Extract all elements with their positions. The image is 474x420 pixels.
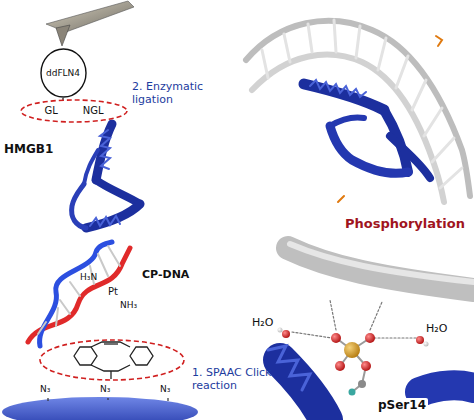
node-outline (20, 99, 128, 123)
ligand-label: NH₃ (120, 300, 137, 311)
dna-helix (28, 242, 130, 346)
dbco-structure (74, 342, 153, 379)
azide-label: N₃ (100, 384, 110, 395)
step-label: 2. Enzymatic ligation (132, 80, 224, 106)
domain-ellipse: ddFLN4 (40, 48, 87, 98)
protein-name: HMGB1 (4, 142, 53, 156)
pser14-closeup (268, 244, 474, 420)
water-label: H₂O (250, 316, 275, 329)
hmgb1-protein (72, 124, 140, 228)
azide-stems (48, 398, 168, 401)
node-text: NGL (83, 105, 104, 117)
dna-name: CP-DNA (142, 268, 189, 281)
azide-label: N₃ (40, 384, 50, 395)
node-text: GL (44, 105, 57, 117)
afm-cantilever (46, 1, 134, 46)
node-ellipse (41, 49, 86, 97)
node-ellipse (21, 100, 127, 122)
water-label: H₂O (424, 322, 449, 335)
complex-structure (246, 20, 470, 202)
azide-surface (2, 397, 198, 420)
residue-label: pSer14 (376, 398, 428, 412)
ligand-label: H₃N (80, 272, 97, 283)
step-label: 1. SPAAC Click reaction (192, 366, 288, 392)
click-ellipse (40, 340, 184, 380)
atom-label: Pt (108, 286, 118, 298)
node-text: ddFLN4 (46, 68, 80, 78)
modification-label: Phosphorylation (345, 216, 465, 232)
azide-label: N₃ (160, 384, 170, 395)
ligation-site: GL NGL (20, 99, 128, 123)
